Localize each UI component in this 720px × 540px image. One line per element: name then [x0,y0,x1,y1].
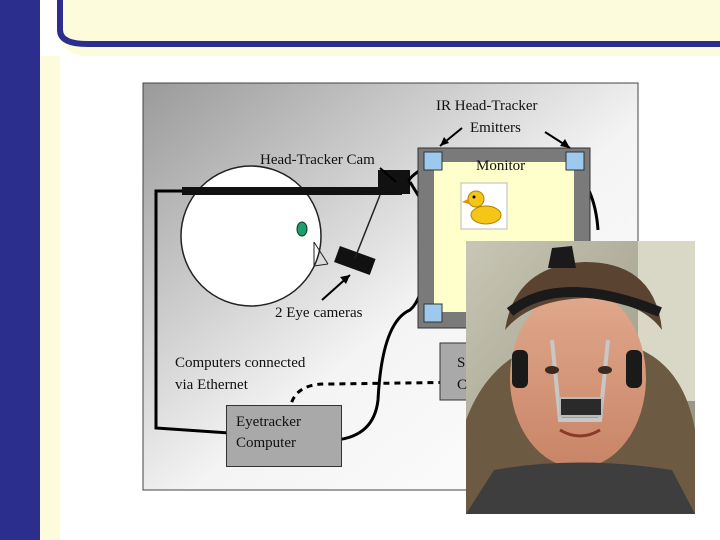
top-panel [40,0,720,56]
left-panel [40,56,60,540]
eye-cameras-label: 2 Eye cameras [275,302,362,324]
stimulus-label-line2: C [457,374,467,396]
sidebar-band [0,0,40,540]
duck-icon [461,183,507,229]
ethernet-label-line1: Computers connected [175,352,305,374]
head-tracker-cam [378,170,410,194]
eyetracker-computer-line1: Eyetracker [236,412,341,433]
eyetracker-computer-box: Eyetracker Computer [226,405,342,467]
head-tracker-cam-label: Head-Tracker Cam [260,149,375,171]
monitor-label: Monitor [476,155,525,177]
ethernet-label-line2: via Ethernet [175,374,248,396]
ir-emitter-left [424,152,442,170]
ir-emitter-bottom [424,304,442,322]
ir-emitter-right [566,152,584,170]
eyetracker-computer-line2: Computer [236,433,341,454]
eye-dot [297,222,307,236]
stimulus-label-line1: S [457,352,465,374]
ir-emitters-label-line1: IR Head-Tracker [436,95,538,117]
person-wearing-head-mounted-eyetracker-photo [466,241,695,514]
head-tracker-rail [182,187,402,195]
ir-emitters-label-line2: Emitters [470,117,521,139]
